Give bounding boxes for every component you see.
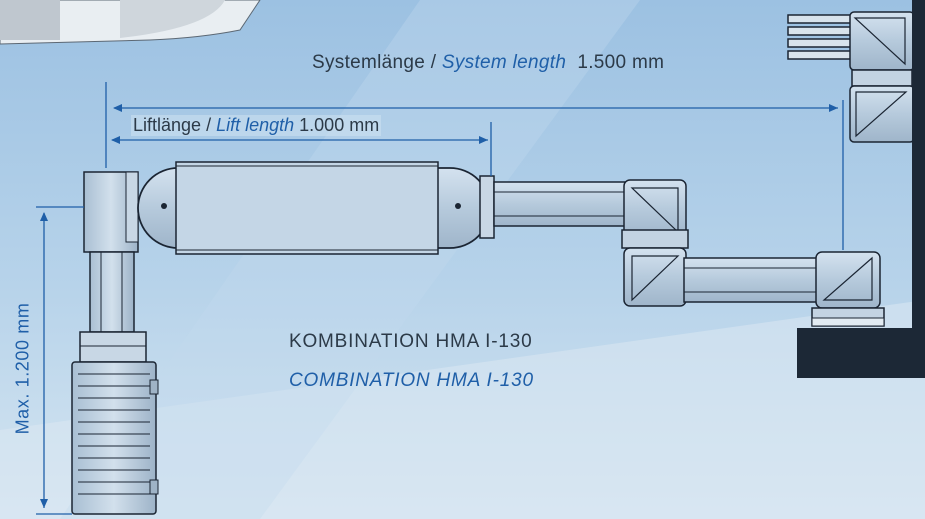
combination-title-de: KOMBINATION HMA I-130 — [289, 331, 533, 352]
lift-length-value: 1.000 mm — [299, 115, 380, 135]
lift-length-label-en: Lift length — [216, 115, 295, 135]
background-light-band — [0, 300, 925, 519]
wall-block — [797, 148, 925, 378]
lift-length-label-de: Liftlänge — [133, 115, 202, 135]
system-length-separator: / — [425, 52, 442, 73]
lift-length-label: Liftlänge / Lift length 1.000 mm — [131, 115, 382, 136]
system-length-label: Systemlänge / System length 1.500 mm — [312, 52, 664, 74]
extension-arm — [493, 179, 885, 327]
max-height-dimension — [36, 206, 84, 515]
system-length-label-en: System length — [441, 52, 567, 73]
system-length-value: 1.500 mm — [577, 52, 665, 73]
lift-length-dimension — [111, 122, 492, 176]
ceiling-device — [0, 0, 261, 45]
lift-length-separator: / — [201, 115, 217, 135]
lift-arm — [137, 161, 495, 255]
system-length-label-de: Systemlänge — [312, 52, 426, 73]
combination-title-en: COMBINATION HMA I-130 — [289, 370, 534, 391]
system-length-dimension — [105, 82, 844, 250]
wall-mount-top — [787, 0, 925, 148]
background-light-band-2 — [60, 0, 640, 519]
max-height-label: Max. 1.200 mm — [12, 302, 33, 435]
lift-column — [71, 171, 159, 515]
